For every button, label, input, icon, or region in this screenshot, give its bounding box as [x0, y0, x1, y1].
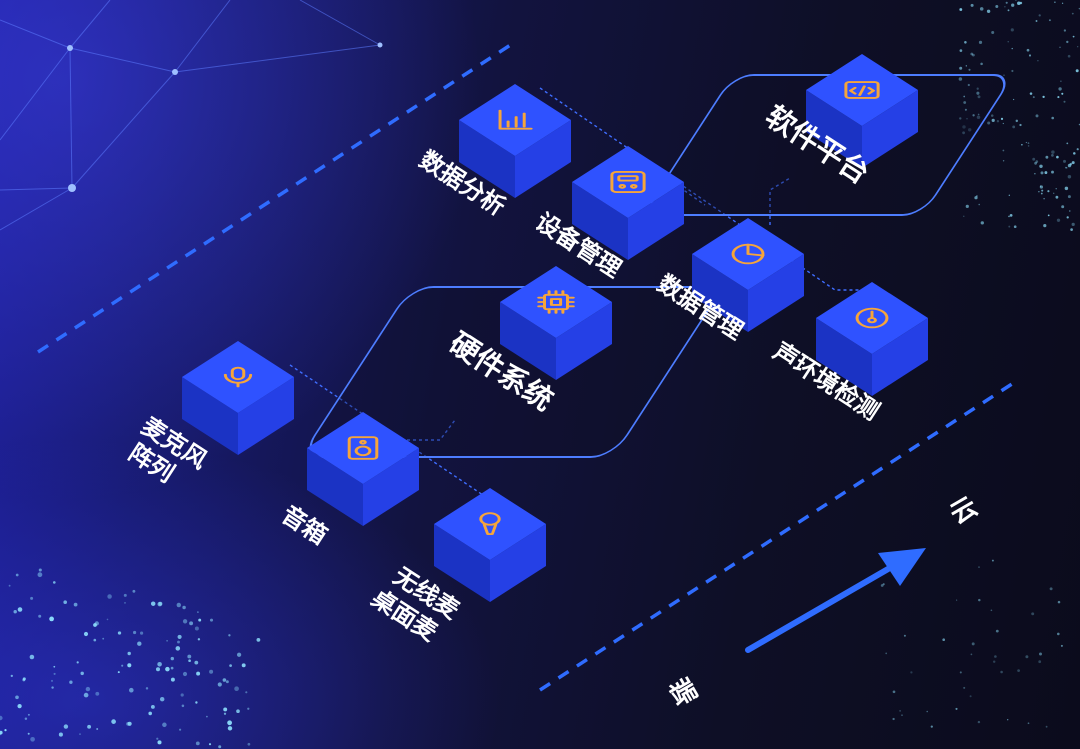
cube-data-analysis [459, 84, 571, 198]
chip-icon [537, 290, 575, 314]
hardware-system-cube [500, 266, 612, 380]
code-icon [844, 81, 880, 99]
cube-microphone-array [182, 341, 294, 455]
cube-acoustic-detection [816, 282, 928, 396]
network-decoration [0, 0, 381, 231]
pie-chart-icon [731, 243, 765, 265]
microphone-array-icon [223, 366, 253, 388]
device-panel-icon [610, 170, 646, 194]
software-platform-cube [806, 54, 918, 168]
cube-device-management [572, 146, 684, 260]
network-nodes [67, 42, 383, 192]
direction-arrow [745, 548, 926, 653]
lower-boundary-dashed-line [539, 380, 1016, 692]
bar-chart-icon [498, 109, 533, 130]
gauge-icon [855, 307, 889, 329]
cube-speaker [307, 412, 419, 526]
wireless-mic-icon [479, 512, 501, 536]
upper-boundary-dashed-line [37, 40, 516, 354]
speaker-icon [347, 436, 379, 460]
cube-data-management [692, 218, 804, 332]
cube-wireless-mic [434, 488, 546, 602]
module-cubes [182, 54, 928, 602]
